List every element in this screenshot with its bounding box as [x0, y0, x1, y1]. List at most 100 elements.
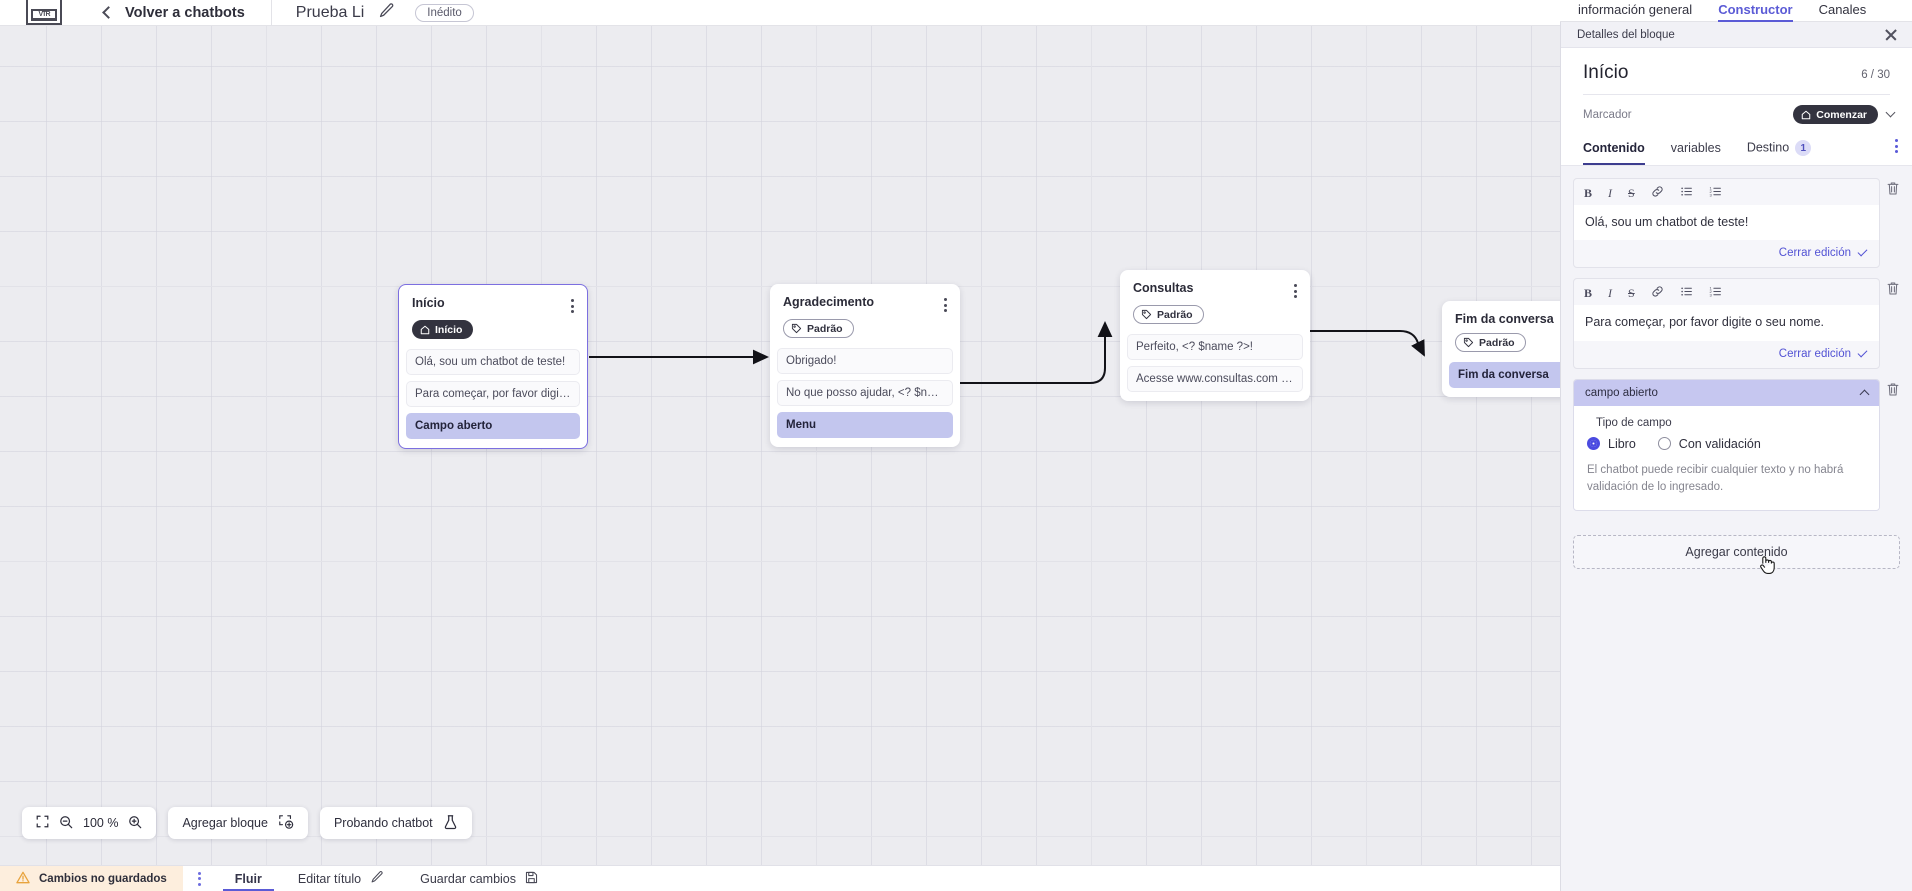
zoom-out-icon[interactable] [59, 815, 73, 832]
top-header: VTR Volver a chatbots Prueba Li Inédito [0, 0, 1560, 26]
marker-row: Marcador Comenzar [1561, 95, 1912, 136]
add-content-button[interactable]: Agregar contenido [1573, 535, 1900, 575]
chevron-down-icon[interactable] [1885, 107, 1896, 118]
italic-icon[interactable]: I [1608, 285, 1613, 300]
node-message-active[interactable]: Menu [777, 412, 953, 438]
bullet-list-icon[interactable] [1680, 285, 1693, 300]
check-icon [1857, 246, 1868, 257]
node-messages: Fim da conversa [1442, 353, 1560, 388]
back-to-chatbots-label: Volver a chatbots [125, 4, 245, 21]
strikethrough-icon[interactable]: S [1628, 285, 1635, 300]
editor-text-value[interactable]: Para começar, por favor digite o seu nom… [1574, 305, 1879, 341]
zoom-controls: 100 % [22, 807, 157, 839]
add-block-label: Agregar bloque [182, 816, 268, 830]
tag-icon [1463, 337, 1474, 348]
close-icon[interactable] [1884, 28, 1898, 42]
field-help-text: El chatbot puede recibir cualquier texto… [1587, 463, 1844, 493]
node-tag-default: Padrão [1455, 333, 1526, 352]
radio-option-libro-label: Libro [1608, 436, 1636, 451]
node-message-active[interactable]: Fim da conversa [1449, 362, 1560, 388]
panel-tabs-menu-button[interactable] [1895, 139, 1898, 162]
strikethrough-icon[interactable]: S [1628, 185, 1635, 200]
node-message[interactable]: Para começar, por favor digite o ... [406, 380, 580, 407]
panel-tab-variables[interactable]: variables [1670, 141, 1721, 155]
link-icon[interactable] [1651, 185, 1664, 200]
italic-icon[interactable]: I [1608, 185, 1613, 200]
floppy-disk-icon [525, 871, 538, 887]
radio-button[interactable] [1657, 437, 1671, 451]
add-block-icon [278, 814, 294, 833]
flow-node-consultas[interactable]: Consultas Padrão Perfeito, <? $name ?>! … [1120, 270, 1310, 401]
zoom-in-icon[interactable] [128, 815, 142, 832]
flow-canvas[interactable]: Início Início Olá, sou um chatbot de tes… [0, 26, 1560, 865]
trash-icon[interactable] [1886, 178, 1900, 201]
editor-text-value[interactable]: Olá, sou um chatbot de teste! [1574, 205, 1879, 241]
flow-node-inicio[interactable]: Início Início Olá, sou um chatbot de tes… [398, 284, 588, 449]
node-message-active[interactable]: Campo aberto [406, 412, 580, 439]
statusbar-tab-fluir[interactable]: Fluir [217, 866, 280, 891]
node-tag-default: Padrão [1133, 305, 1204, 324]
tab-canales[interactable]: Canales [1818, 2, 1867, 17]
bold-icon[interactable]: B [1584, 185, 1593, 200]
tab-constructor[interactable]: Constructor [1718, 0, 1793, 22]
node-tag-row: Padrão [1120, 298, 1310, 325]
bold-icon[interactable]: B [1584, 285, 1593, 300]
back-to-chatbots-button[interactable]: Volver a chatbots [102, 0, 245, 26]
fit-screen-icon[interactable] [36, 815, 49, 831]
marker-value-badge[interactable]: Comenzar [1793, 105, 1878, 124]
node-menu-button[interactable] [944, 295, 947, 312]
close-edit-label[interactable]: Cerrar edición [1778, 347, 1851, 360]
node-title: Início [412, 296, 445, 310]
field-type-legend: Tipo de campo [1596, 416, 1672, 429]
radio-option-con-validacion[interactable]: Con validación [1657, 436, 1761, 451]
flow-node-agradecimento[interactable]: Agradecimento Padrão Obrigado! No que po… [770, 284, 960, 447]
node-menu-button[interactable] [1294, 281, 1297, 298]
tab-informacion-general[interactable]: información general [1578, 2, 1693, 17]
node-message[interactable]: Perfeito, <? $name ?>! [1127, 334, 1303, 360]
node-header: Agradecimento [770, 293, 960, 312]
save-changes-button[interactable]: Guardar cambios [402, 866, 556, 891]
tag-icon [791, 323, 802, 334]
flow-node-fim-da-conversa[interactable]: Fim da conversa Padrão Fim da conversa [1442, 301, 1560, 397]
home-icon [1801, 110, 1811, 119]
radio-button-selected[interactable] [1587, 437, 1600, 451]
edit-title-label: Editar título [297, 871, 362, 886]
bullet-list-icon[interactable] [1680, 185, 1693, 200]
node-message[interactable]: Olá, sou um chatbot de teste! [406, 348, 580, 375]
page-title: Prueba Li [295, 3, 365, 21]
node-message[interactable]: Acesse www.consultas.com par... [1127, 366, 1303, 392]
chevron-up-icon[interactable] [1859, 389, 1870, 400]
radio-option-libro[interactable]: Libro [1587, 437, 1636, 451]
link-icon[interactable] [1651, 285, 1664, 300]
unsaved-changes-indicator: Cambios no guardados [0, 866, 183, 891]
node-message[interactable]: No que posso ajudar, <? $name ... [777, 380, 953, 406]
test-chatbot-button[interactable]: Probando chatbot [319, 807, 472, 839]
panel-tab-contenido[interactable]: Contenido [1583, 137, 1645, 165]
marker-label: Marcador [1583, 108, 1632, 121]
trash-icon[interactable] [1886, 278, 1900, 301]
node-message[interactable]: Obrigado! [777, 348, 953, 374]
svg-text:1: 1 [1709, 186, 1712, 191]
statusbar-menu-button[interactable] [183, 866, 217, 891]
vtex-logo: VTR [26, 0, 62, 25]
pencil-icon[interactable] [378, 2, 395, 24]
panel-header-bar: Detalles del bloque [1561, 22, 1912, 48]
tag-icon [1141, 309, 1152, 320]
edit-title-button[interactable]: Editar título [280, 866, 402, 891]
trash-icon[interactable] [1886, 379, 1900, 402]
node-menu-button[interactable] [571, 296, 574, 313]
radio-option-con-validacion-label: Con validación [1678, 436, 1761, 451]
field-card-header[interactable]: campo abierto [1574, 379, 1879, 406]
add-block-button[interactable]: Agregar bloque [168, 807, 308, 839]
pencil-icon [370, 870, 384, 887]
node-tag-default: Padrão [783, 319, 854, 338]
test-chatbot-label: Probando chatbot [333, 816, 433, 830]
destino-count-badge: 1 [1795, 140, 1812, 156]
close-edit-label[interactable]: Cerrar edición [1778, 247, 1851, 260]
